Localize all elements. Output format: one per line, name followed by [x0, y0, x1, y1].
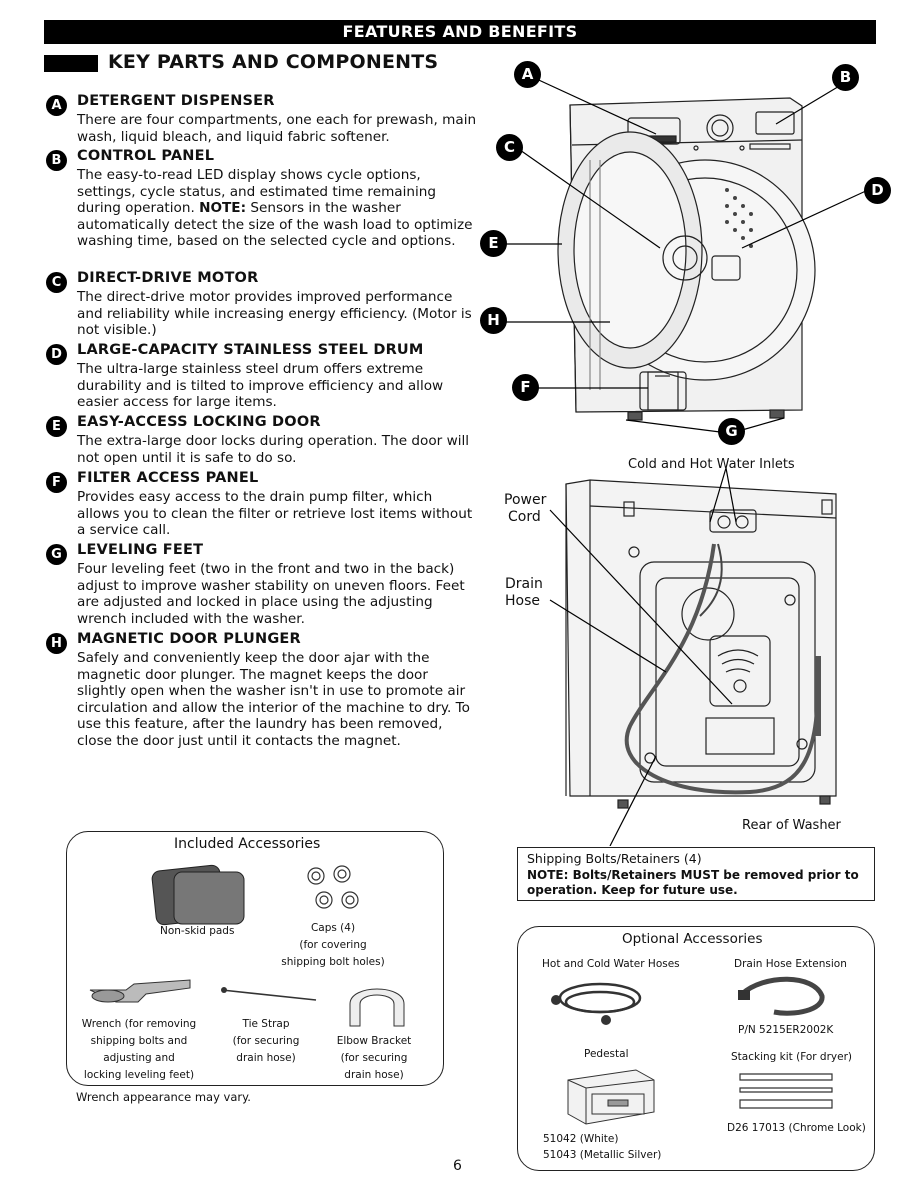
pedestal-image	[567, 1069, 655, 1125]
water-inlets-label: Cold and Hot Water Inlets	[628, 457, 795, 472]
pedestal-label: Pedestal	[584, 1048, 629, 1060]
feature-title: LARGE-CAPACITY STAINLESS STEEL DRUM	[77, 342, 424, 358]
drain-extension-image	[738, 976, 825, 1016]
included-accessories-title: Included Accessories	[174, 836, 321, 852]
optional-accessories-box	[517, 926, 875, 1171]
stacking-kit-part-number: D26 17013 (Chrome Look)	[727, 1122, 866, 1134]
rear-caption: Rear of Washer	[742, 818, 841, 833]
callout-a: A	[514, 61, 541, 88]
rear-washer-illustration	[549, 467, 837, 846]
feature-badge-f: F	[46, 472, 67, 493]
feature-title: EASY-ACCESS LOCKING DOOR	[77, 414, 321, 430]
feature-title: MAGNETIC DOOR PLUNGER	[77, 631, 301, 647]
feature-body: Provides easy access to the drain pump f…	[77, 489, 473, 539]
feature-badge-b: B	[46, 150, 67, 171]
feature-badge-d: D	[46, 344, 67, 365]
callout-g: G	[718, 418, 745, 445]
water-hoses-image	[551, 982, 642, 1025]
feature-title: DETERGENT DISPENSER	[77, 93, 275, 109]
feature-body: Safely and conveniently keep the door aj…	[77, 650, 470, 749]
pedestal-silver-part: 51043 (Metallic Silver)	[543, 1149, 662, 1161]
feature-body: The direct-drive motor provides improved…	[77, 289, 472, 339]
pedestal-white-part: 51042 (White)	[543, 1133, 619, 1145]
feature-title: FILTER ACCESS PANEL	[77, 470, 259, 486]
elbow-bracket-image	[349, 988, 405, 1027]
feature-body: The extra-large door locks during operat…	[77, 433, 470, 466]
feature-title: DIRECT-DRIVE MOTOR	[77, 270, 259, 286]
wrench-footnote: Wrench appearance may vary.	[76, 1090, 251, 1104]
section-banner: FEATURES AND BENEFITS	[44, 20, 876, 44]
wrench-image	[89, 979, 191, 1003]
callout-c: C	[496, 134, 523, 161]
feature-badge-e: E	[46, 416, 67, 437]
feature-title: CONTROL PANEL	[77, 148, 215, 164]
drain-extension-part-number: P/N 5215ER2002K	[738, 1024, 834, 1036]
tie-strap-image	[221, 987, 317, 1001]
feature-body: The easy-to-read LED display shows cycle…	[77, 167, 473, 250]
stacking-kit-label: Stacking kit (For dryer)	[731, 1051, 853, 1063]
page-number: 6	[453, 1158, 462, 1174]
stacking-kit-image	[739, 1073, 833, 1109]
feature-badge-a: A	[46, 95, 67, 116]
non-skid-pads-label: Non-skid pads	[160, 925, 235, 937]
feature-body: Four leveling feet (two in the front and…	[77, 561, 465, 627]
feature-badge-g: G	[46, 544, 67, 565]
non-skid-pads-image	[151, 864, 245, 926]
shipping-bolts-box: Shipping Bolts/Retainers (4) NOTE: Bolts…	[517, 847, 875, 901]
feature-badge-h: H	[46, 633, 67, 654]
feature-title: LEVELING FEET	[77, 542, 204, 558]
front-washer-illustration	[500, 75, 869, 433]
feature-body: The ultra-large stainless steel drum off…	[77, 361, 444, 411]
note-label: NOTE:	[199, 200, 247, 217]
optional-accessories-title: Optional Accessories	[622, 931, 763, 947]
section-marker-bar	[44, 55, 98, 72]
shipping-bolts-note: NOTE: Bolts/Retainers MUST be removed pr…	[527, 868, 859, 897]
callout-h: H	[480, 307, 507, 334]
included-accessories-box	[66, 831, 444, 1086]
feature-badge-c: C	[46, 272, 67, 293]
callout-b: B	[832, 64, 859, 91]
drain-extension-label: Drain Hose Extension	[734, 958, 847, 970]
callout-e: E	[480, 230, 507, 257]
callout-d: D	[864, 177, 891, 204]
page-title: KEY PARTS AND COMPONENTS	[108, 51, 439, 73]
callout-f: F	[512, 374, 539, 401]
caps-image	[307, 865, 359, 909]
feature-body: There are four compartments, one each fo…	[77, 112, 477, 145]
water-hoses-label: Hot and Cold Water Hoses	[542, 958, 680, 970]
shipping-bolts-label: Shipping Bolts/Retainers (4)	[527, 851, 702, 866]
